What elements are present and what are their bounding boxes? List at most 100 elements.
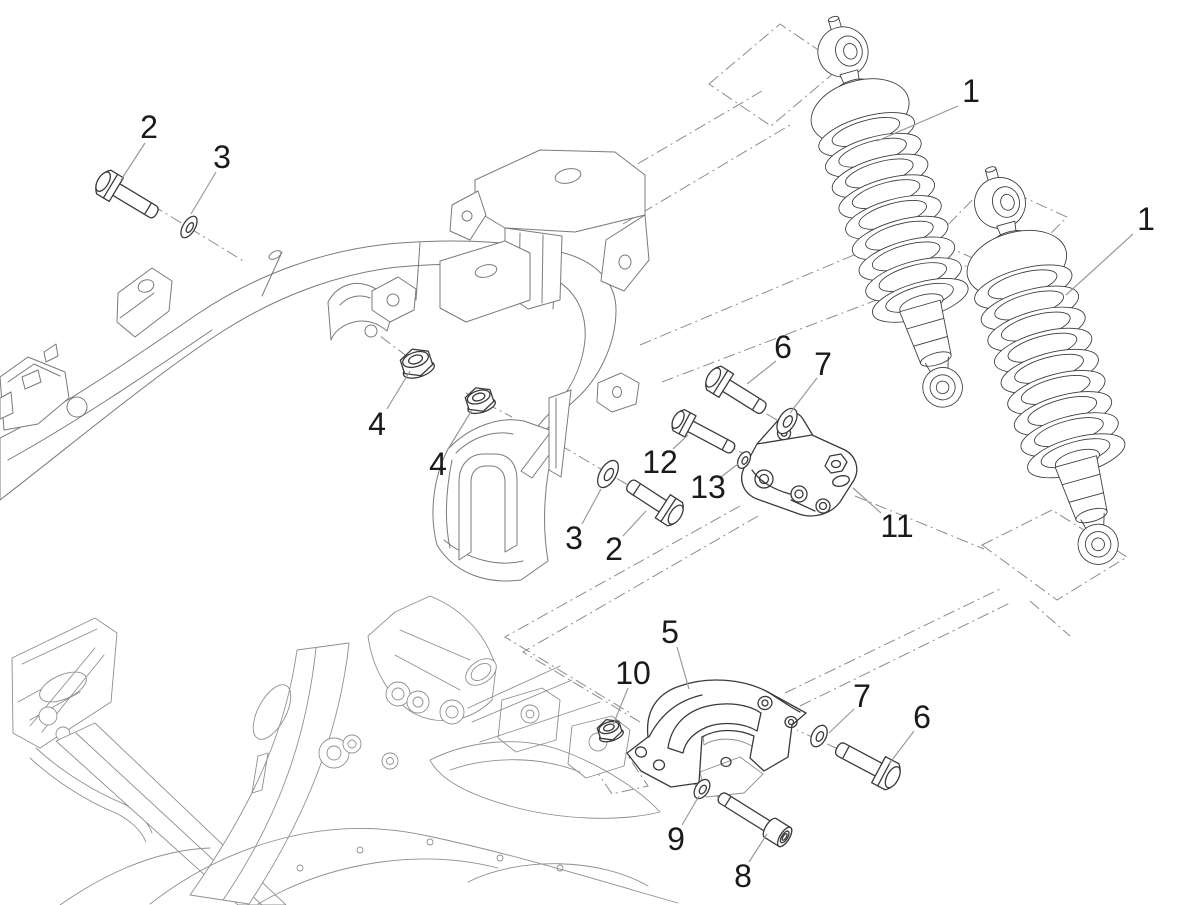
callout-2: 2 [605, 510, 647, 567]
washer-hole [185, 222, 195, 233]
phantom-line [1029, 600, 1071, 637]
engine-bushing-3 [439, 699, 465, 725]
link11-inner [751, 469, 816, 512]
callout-number: 4 [429, 446, 447, 482]
engine-bushing-1b [391, 687, 405, 701]
callout-6: 6 [746, 329, 792, 385]
engine-main-tube [189, 642, 350, 905]
phantom-line [151, 204, 246, 263]
washer-7-upper [776, 407, 798, 435]
callout-4: 4 [368, 370, 411, 442]
engine-bushing-4 [318, 737, 350, 769]
engine-linkage [467, 665, 601, 743]
callout-6: 6 [888, 699, 931, 765]
callout-number: 7 [853, 678, 871, 714]
washer-7-lower [810, 724, 828, 748]
callout-leader-line [1065, 233, 1134, 296]
frame-saddle-hole [364, 324, 378, 338]
frame-tube-hole [268, 250, 282, 260]
bracket5-hole-right2b [787, 718, 795, 726]
link11-cyl2b [818, 501, 828, 511]
frame-top-bracket-hole [554, 168, 582, 184]
engine-cyl-1b [347, 739, 357, 749]
frame-bracket-lower-box [439, 240, 531, 323]
frame-bracket-lower-box-hole [474, 264, 498, 278]
frame-tube-round-hole [66, 396, 88, 418]
frame-bracket-left-tab-hole [461, 210, 473, 222]
engine-crankcase-arcs [59, 828, 679, 905]
callout-number: 6 [774, 329, 792, 365]
callout-4: 4 [429, 409, 473, 482]
callout-leader-line [888, 730, 915, 765]
callout-leader-line [676, 646, 690, 690]
engine-cyl-1 [342, 734, 362, 754]
callout-leader-line [386, 370, 411, 410]
frame-left-bracket-detail [7, 343, 61, 390]
shock-absorber-right [966, 166, 1126, 565]
frame-tube-highlight [7, 329, 213, 461]
frame-saddle-arc [339, 295, 371, 306]
frame-stub [0, 391, 14, 420]
callout-12: 12 [642, 434, 689, 480]
link11-nut-hole [830, 459, 842, 469]
bolt-shaft [721, 378, 767, 415]
callout-leader-line [852, 487, 882, 514]
link11-lobe-hole [754, 469, 774, 489]
bracket5-ridge [648, 691, 801, 738]
link11-nut-washer [832, 475, 850, 487]
frame-bracket-ear [371, 276, 417, 323]
frame-end-tab-hole [612, 386, 622, 398]
frame-bracket-ear-hole [386, 293, 400, 307]
callout-number: 12 [642, 444, 678, 480]
bracket5-hole-arm2 [652, 759, 666, 771]
engine-bushing-2b [412, 696, 424, 708]
callout-number: 13 [690, 469, 726, 505]
callout-leader-line [681, 795, 700, 826]
engine-swingarm-eye [465, 658, 497, 686]
washer-9 [693, 778, 711, 800]
callout-leader-line [789, 377, 818, 414]
washer-hole [741, 456, 749, 465]
callout-leader-line [120, 142, 146, 181]
callout-3: 3 [190, 139, 231, 215]
engine-tube-slot [251, 752, 269, 794]
callout-number: 3 [213, 139, 231, 175]
washer-hole [698, 784, 708, 795]
callout-1: 1 [1065, 201, 1155, 296]
frame-side-plate [116, 267, 173, 338]
engine-bushing-4b [326, 745, 342, 761]
shock-stud [985, 167, 999, 181]
callout-number: 7 [814, 346, 832, 382]
callout-leader-line [876, 105, 959, 142]
engine-tube-seam [252, 684, 292, 740]
frame-bracket-left-tab [449, 190, 487, 241]
callout-8: 8 [734, 833, 768, 894]
link-bracket-part-11 [741, 411, 858, 517]
frame-side-plate-edge [119, 292, 155, 319]
phantom-line [639, 222, 931, 346]
callout-number: 8 [734, 858, 752, 894]
callout-number: 1 [1137, 201, 1155, 237]
callout-7: 7 [789, 346, 832, 414]
callout-number: 6 [913, 699, 931, 735]
flange-nut-4-left [399, 348, 436, 379]
bracket5-hole-right1b [761, 699, 769, 707]
bracket-part-5 [626, 679, 807, 788]
callout-10: 10 [612, 655, 651, 726]
bolt-shaft [686, 420, 736, 454]
link11-cyl1b [794, 489, 804, 499]
engine-hoses [29, 747, 153, 843]
callout-7: 7 [828, 678, 871, 734]
engine-lug-a-hole2 [525, 709, 535, 719]
hex-bolt-6-upper [705, 365, 767, 415]
phantom-line [504, 505, 741, 714]
callout-number: 3 [565, 520, 583, 556]
callout-leader-line [672, 434, 689, 450]
callout-leader-line [748, 833, 768, 863]
washer-hole [782, 415, 794, 428]
phantom-box [981, 509, 1128, 601]
fasteners [95, 169, 901, 848]
frame-side-plate-hole [137, 279, 155, 293]
callout-number: 11 [880, 508, 913, 544]
